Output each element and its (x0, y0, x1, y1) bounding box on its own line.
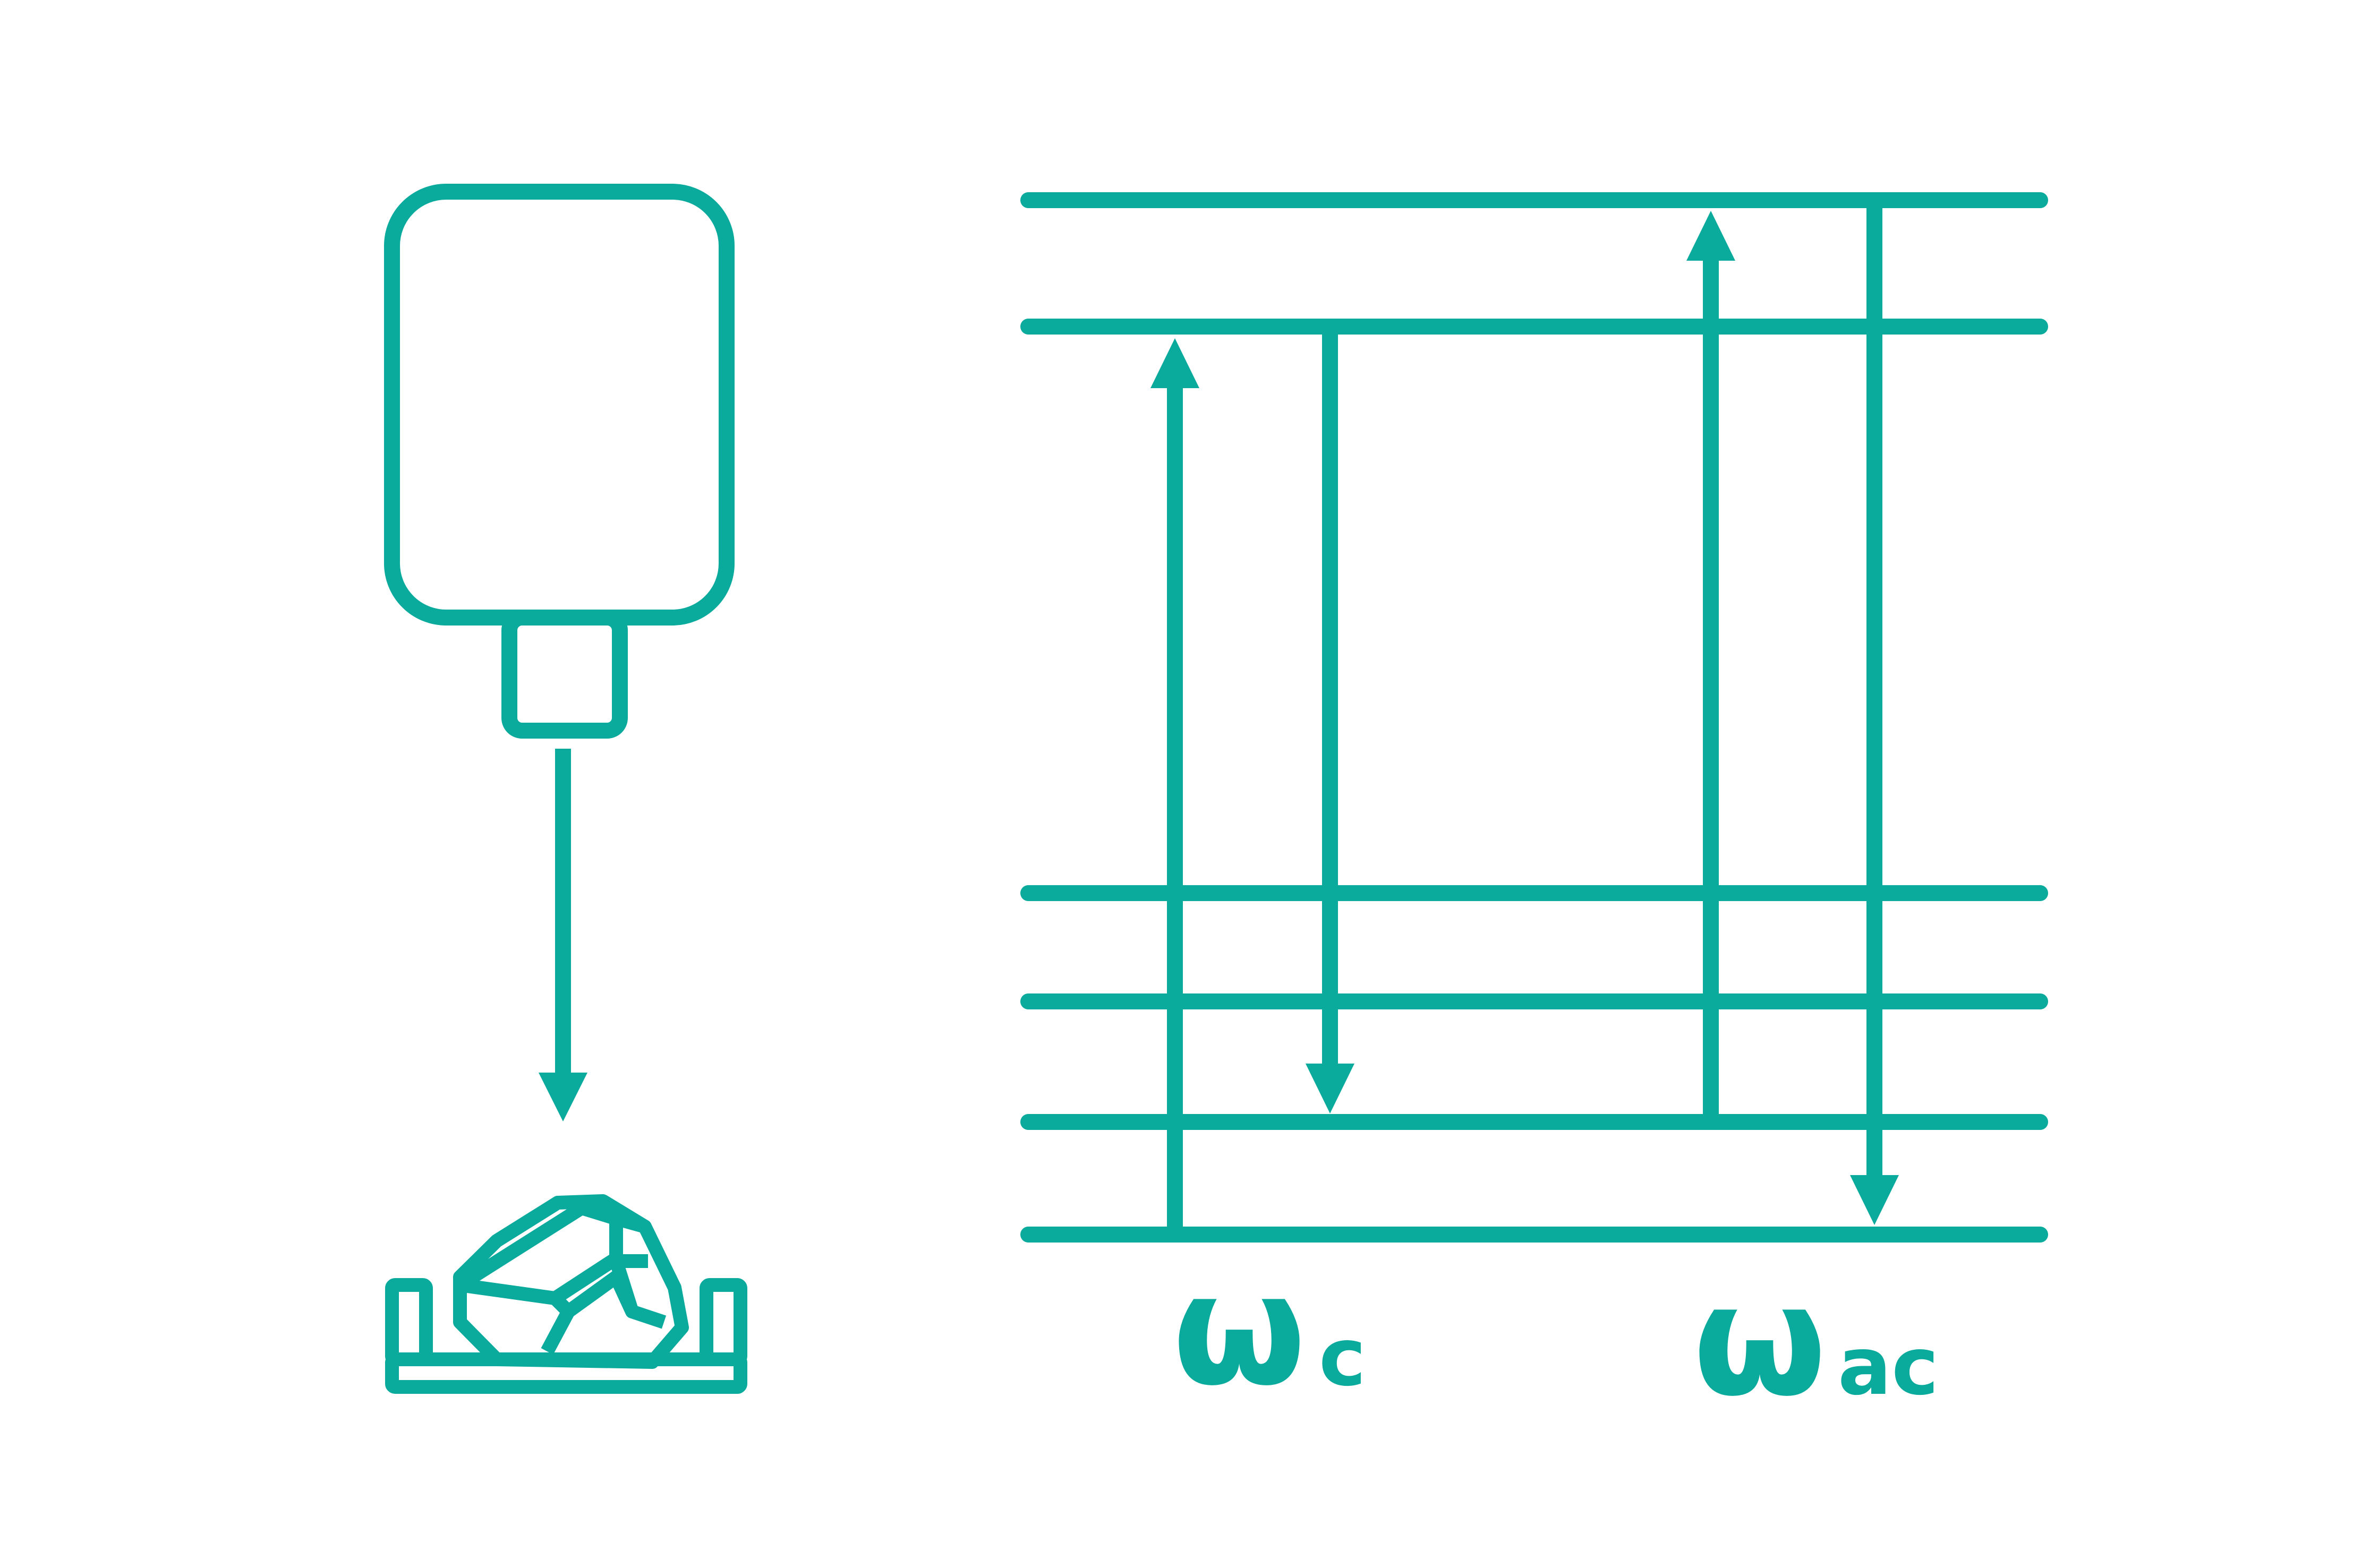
transition-c-label: ω c (1172, 1241, 1366, 1420)
crystal-sample-icon (385, 1194, 747, 1394)
transition-ac-up-arrow (1686, 211, 1735, 1122)
transition-ac-label: ω ac (1693, 1252, 1939, 1430)
laser-device-icon (384, 184, 735, 739)
transition-ac-down-arrow (1850, 200, 1899, 1225)
omega-symbol: ω (1172, 1241, 1306, 1420)
c-subscript: c (1319, 1312, 1366, 1404)
transition-c-down-arrow (1306, 327, 1354, 1113)
omega-symbol: ω (1693, 1252, 1827, 1430)
transition-arrows (1150, 200, 1899, 1235)
transition-c-up-arrow (1150, 338, 1199, 1235)
ac-subscript: ac (1838, 1321, 1939, 1413)
beam-arrow (539, 749, 587, 1121)
